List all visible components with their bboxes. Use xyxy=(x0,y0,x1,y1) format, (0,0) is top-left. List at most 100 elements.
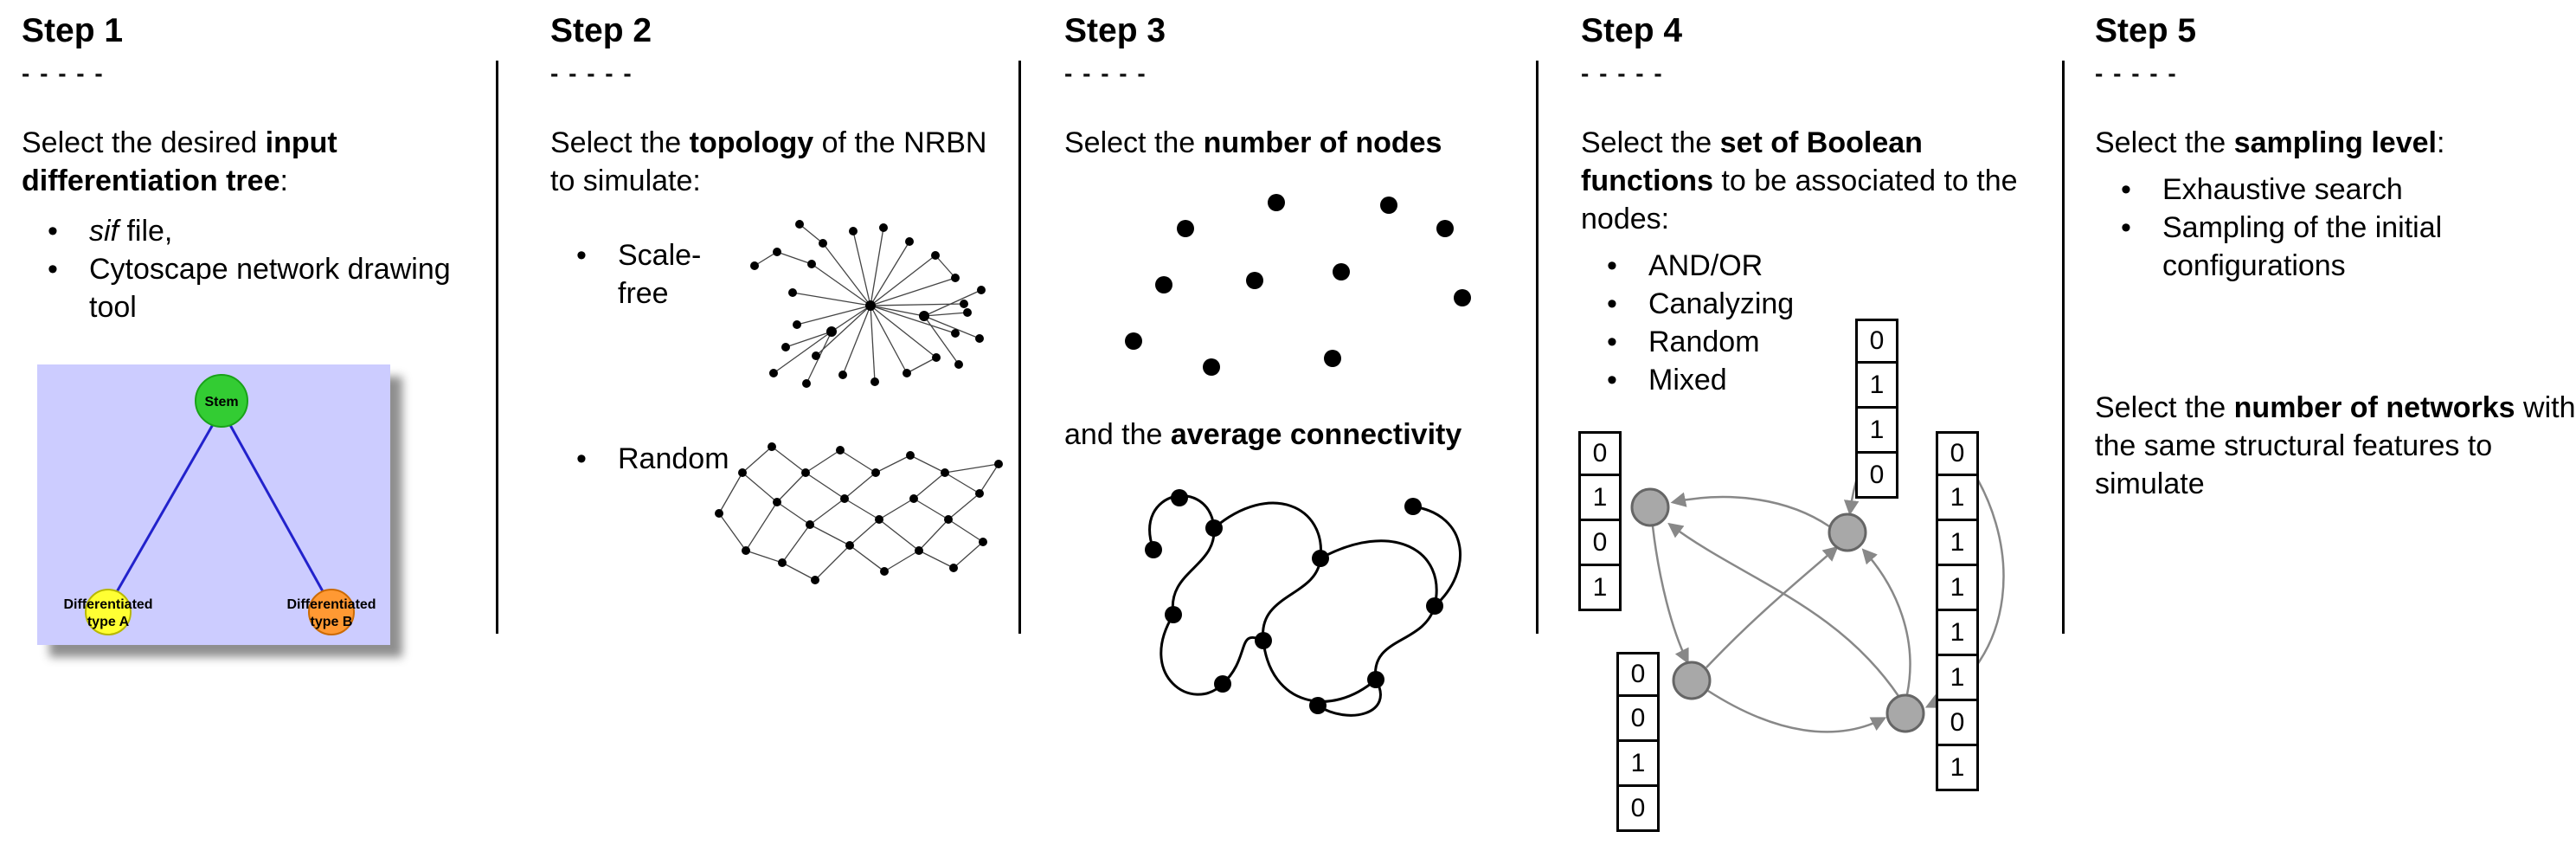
connectivity-nodes xyxy=(1145,488,1443,714)
table-cell: 1 xyxy=(1936,476,1979,521)
step4-title: Step 4 xyxy=(1581,12,1683,49)
step2-intro-text: Select the xyxy=(550,126,690,159)
step4-dashes: - - - - - xyxy=(1581,59,1664,87)
step4-panel: Step 4 - - - - - Select the set of Boole… xyxy=(1539,0,2062,851)
step4-intro-rest: to be associated to the nodes: xyxy=(1581,164,2018,235)
step1-panel: Step 1 - - - - - Select the desired inpu… xyxy=(0,0,496,851)
type-a-node xyxy=(85,588,132,635)
scale-free-row: Scale-free xyxy=(550,210,1018,414)
table-cell: 0 xyxy=(1578,431,1622,476)
step5-line2: Select the number of networks with the s… xyxy=(2095,389,2576,503)
connectivity-graphic xyxy=(1145,488,1462,717)
step2-intro-rest: of the NRBN to simulate: xyxy=(550,126,987,197)
table-cell: 0 xyxy=(1936,431,1979,476)
step5-bullet-exhaustive: Exhaustive search xyxy=(2095,171,2576,209)
gene-node-c xyxy=(1672,661,1712,700)
binary-table-left: 0 1 0 1 xyxy=(1578,431,1622,611)
table-cell: 0 xyxy=(1616,697,1660,742)
connectivity-edges xyxy=(1148,493,1462,717)
type-b-label-line2: type B xyxy=(311,615,353,629)
gene-node-a xyxy=(1630,487,1670,527)
table-cell: 0 xyxy=(1936,701,1979,746)
step5-dashes: - - - - - xyxy=(2095,59,2178,87)
step5-bullet-list: Exhaustive search Sampling of the initia… xyxy=(2095,171,2576,285)
gene-node-b xyxy=(1828,513,1867,552)
table-cell: 1 xyxy=(1578,476,1622,521)
step1-dashes: - - - - - xyxy=(22,59,105,87)
step5-line1-text: Select the xyxy=(2095,126,2234,159)
step1-bullet-sif: sif file, xyxy=(22,212,496,250)
step3-line1: Select the number of nodes xyxy=(1064,124,1536,162)
step3-dashes: - - - - - xyxy=(1064,59,1147,87)
table-cell: 1 xyxy=(1936,656,1979,701)
table-cell: 1 xyxy=(1936,746,1979,791)
step5-line1: Select the sampling level: xyxy=(2095,124,2576,162)
step2-intro: Select the topology of the NRBN to simul… xyxy=(550,124,1018,200)
step4-intro-text: Select the xyxy=(1581,126,1720,159)
table-cell: 0 xyxy=(1616,652,1660,697)
random-nodes xyxy=(715,442,1003,584)
scale-free-network-graphic xyxy=(750,219,986,388)
step5-line2-bold: number of networks xyxy=(2233,390,2515,424)
table-cell: 0 xyxy=(1855,319,1898,364)
table-cell: 0 xyxy=(1855,454,1898,499)
step1-intro-text: Select the desired xyxy=(22,126,266,159)
step1-bullet-list: sif file, Cytoscape network drawing tool xyxy=(22,212,496,326)
step3-line1-bold: number of nodes xyxy=(1203,126,1442,159)
step2-panel: Step 2 - - - - - Select the topology of … xyxy=(498,0,1018,851)
step1-bullet-cytoscape: Cytoscape network drawing tool xyxy=(22,250,496,326)
step4-intro: Select the set of Boolean functions to b… xyxy=(1581,124,2062,238)
step4-bullet-mixed: Mixed xyxy=(1581,361,2062,399)
table-cell: 0 xyxy=(1616,787,1660,832)
sif-rest: file, xyxy=(119,214,173,248)
step3-line2-bold: average connectivity xyxy=(1170,417,1462,451)
step5-panel: Step 5 - - - - - Select the sampling lev… xyxy=(2065,0,2576,851)
step3-title: Step 3 xyxy=(1064,12,1166,49)
node-dots xyxy=(1125,193,1471,376)
random-edges xyxy=(718,446,999,581)
type-b-node xyxy=(308,588,355,635)
step1-intro-bold: input differentiation tree xyxy=(22,126,337,197)
tree-edge-right xyxy=(220,409,333,608)
step5-line1-colon: : xyxy=(2436,126,2445,159)
type-a-label-line1: Differentiated xyxy=(63,597,152,612)
step3-line1-text: Select the xyxy=(1064,126,1204,159)
step1-intro: Select the desired input differentiation… xyxy=(22,124,496,200)
table-cell: 1 xyxy=(1855,409,1898,454)
step4-intro-bold: set of Boolean functions xyxy=(1581,126,1923,197)
random-row: Random xyxy=(550,422,1018,600)
step3-line2: and the average connectivity xyxy=(1064,416,1536,454)
column-divider xyxy=(1018,61,1021,634)
differentiation-tree-image: Stem Differentiated type A Differentiate… xyxy=(37,364,390,645)
differentiation-tree-graphic: Stem Differentiated type A Differentiate… xyxy=(63,373,376,635)
step5-line2-rest: with the same structural features to sim… xyxy=(2095,390,2576,500)
step4-bullet-random: Random xyxy=(1581,323,2062,361)
step5-line2-text: Select the xyxy=(2095,390,2234,424)
step2-intro-bold: topology xyxy=(689,126,814,159)
step3-line2-text: and the xyxy=(1064,417,1171,451)
step2-dashes: - - - - - xyxy=(550,59,633,87)
step5-title: Step 5 xyxy=(2095,12,2197,49)
nodes-dots-graphic xyxy=(1125,193,1471,376)
random-network-graphic xyxy=(715,442,1003,584)
boolean-network-nodes xyxy=(1630,487,1925,733)
table-cell: 0 xyxy=(1578,521,1622,566)
type-a-label-line2: type A xyxy=(87,615,130,629)
table-cell: 1 xyxy=(1578,566,1622,611)
step1-title: Step 1 xyxy=(22,12,124,49)
stem-node xyxy=(195,373,248,428)
boolean-network-figure: 0 1 0 1 0 1 1 0 0 0 1 0 0 1 1 1 xyxy=(1577,319,2051,848)
step3-panel: Step 3 - - - - - Select the number of no… xyxy=(1021,0,1536,851)
gene-node-d xyxy=(1885,693,1925,733)
column-divider xyxy=(2062,61,2065,634)
step2-title: Step 2 xyxy=(550,12,652,49)
step4-bullet-list: AND/OR Canalyzing Random Mixed xyxy=(1581,247,2062,399)
table-cell: 1 xyxy=(1936,521,1979,566)
step4-bullet-andor: AND/OR xyxy=(1581,247,2062,285)
step5-line1-bold: sampling level xyxy=(2233,126,2437,159)
binary-table-bottom-left: 0 0 1 0 xyxy=(1616,652,1660,832)
stem-label: Stem xyxy=(204,395,238,409)
step1-intro-colon: : xyxy=(279,164,288,197)
table-cell: 1 xyxy=(1616,742,1660,787)
